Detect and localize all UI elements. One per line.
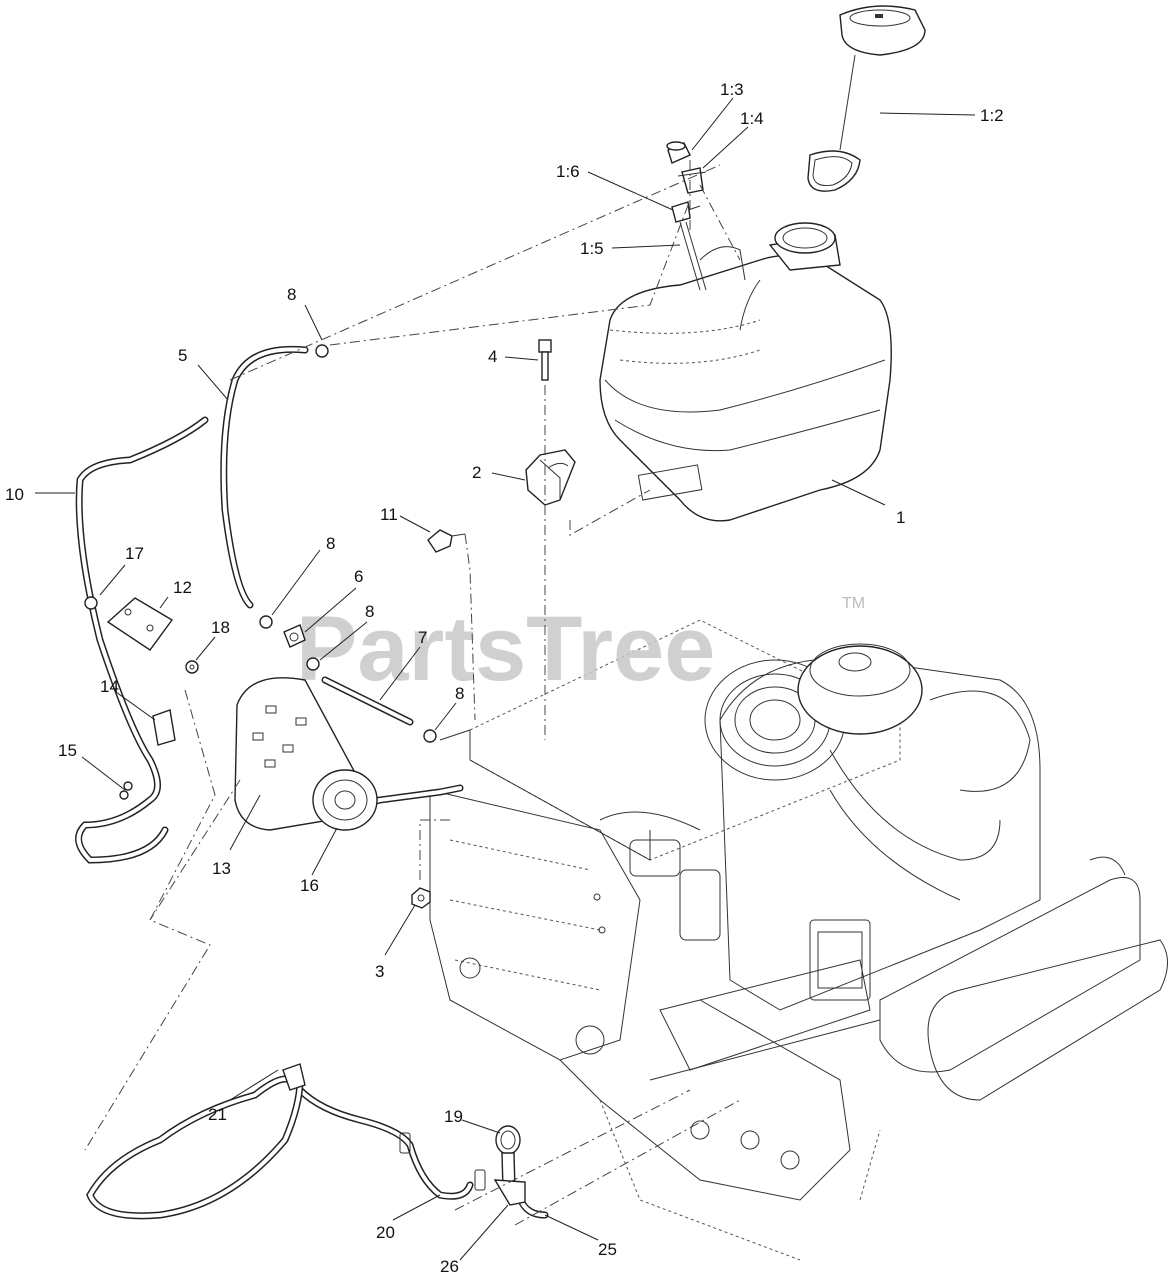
callout-8-b: 8 (326, 534, 335, 553)
fitting-11[interactable] (427, 529, 466, 553)
engine-frame-assembly (429, 619, 1168, 1261)
callout-8-c: 8 (365, 602, 374, 621)
callout-1-5: 1:5 (580, 239, 604, 258)
fuel-cap[interactable] (807, 5, 926, 192)
leader-lines (35, 97, 976, 1261)
callout-20: 20 (376, 1223, 395, 1242)
callout-1-6: 1:6 (556, 162, 580, 181)
callout-6: 6 (354, 567, 363, 586)
hose-clamp[interactable] (259, 344, 437, 743)
callout-1: 1 (896, 508, 905, 527)
watermark-text: PartsTree (296, 598, 715, 700)
callout-1-3: 1:3 (720, 80, 744, 99)
callout-10: 10 (5, 485, 24, 504)
tee-fitting[interactable] (399, 1132, 526, 1206)
fuel-filter[interactable] (283, 624, 306, 648)
nut-axis-line (419, 819, 450, 880)
watermark-trademark: TM (842, 595, 865, 612)
callout-16: 16 (300, 876, 319, 895)
fuel-tank[interactable] (599, 222, 892, 522)
canister-bracket[interactable] (106, 597, 174, 651)
hose-7[interactable] (321, 676, 414, 726)
callout-15: 15 (58, 741, 77, 760)
callout-8-a: 8 (287, 285, 296, 304)
callout-25: 25 (598, 1240, 617, 1259)
tank-bolt[interactable] (538, 339, 552, 381)
callout-4: 4 (488, 347, 497, 366)
callout-18: 18 (211, 618, 230, 637)
callout-8-d: 8 (455, 684, 464, 703)
hose-5[interactable] (220, 345, 309, 609)
tank-nut[interactable] (411, 887, 431, 909)
tank-bracket[interactable] (525, 449, 576, 506)
charcoal-canister[interactable] (234, 677, 378, 831)
callout-1-2: 1:2 (980, 106, 1004, 125)
callout-5: 5 (178, 346, 187, 365)
callout-7: 7 (418, 628, 427, 647)
nut-18[interactable] (185, 660, 199, 674)
callout-21: 21 (208, 1105, 227, 1124)
alignment-lines (84, 164, 741, 1226)
screw-17[interactable] (84, 596, 98, 610)
callout-26: 26 (440, 1257, 459, 1276)
hose-14[interactable] (152, 709, 176, 746)
callout-11: 11 (380, 505, 398, 524)
vent-fittings[interactable] (666, 141, 741, 291)
part-callouts: 1:2 1:3 1:4 1:6 1:5 8 5 4 10 2 1 11 17 1… (5, 80, 1004, 1276)
hose-10[interactable] (75, 416, 209, 864)
fitting-15[interactable] (119, 781, 133, 800)
callout-1-4: 1:4 (740, 109, 764, 128)
callout-12: 12 (173, 578, 192, 597)
callout-13: 13 (212, 859, 231, 878)
callout-14: 14 (100, 677, 119, 696)
hose-long-lower[interactable] (86, 1075, 304, 1220)
callout-2: 2 (472, 463, 481, 482)
callout-3: 3 (375, 962, 384, 981)
partstree-watermark: PartsTree TM (296, 595, 865, 700)
clamp-21[interactable] (282, 1063, 306, 1091)
callout-19: 19 (444, 1107, 463, 1126)
callout-17: 17 (125, 544, 144, 563)
